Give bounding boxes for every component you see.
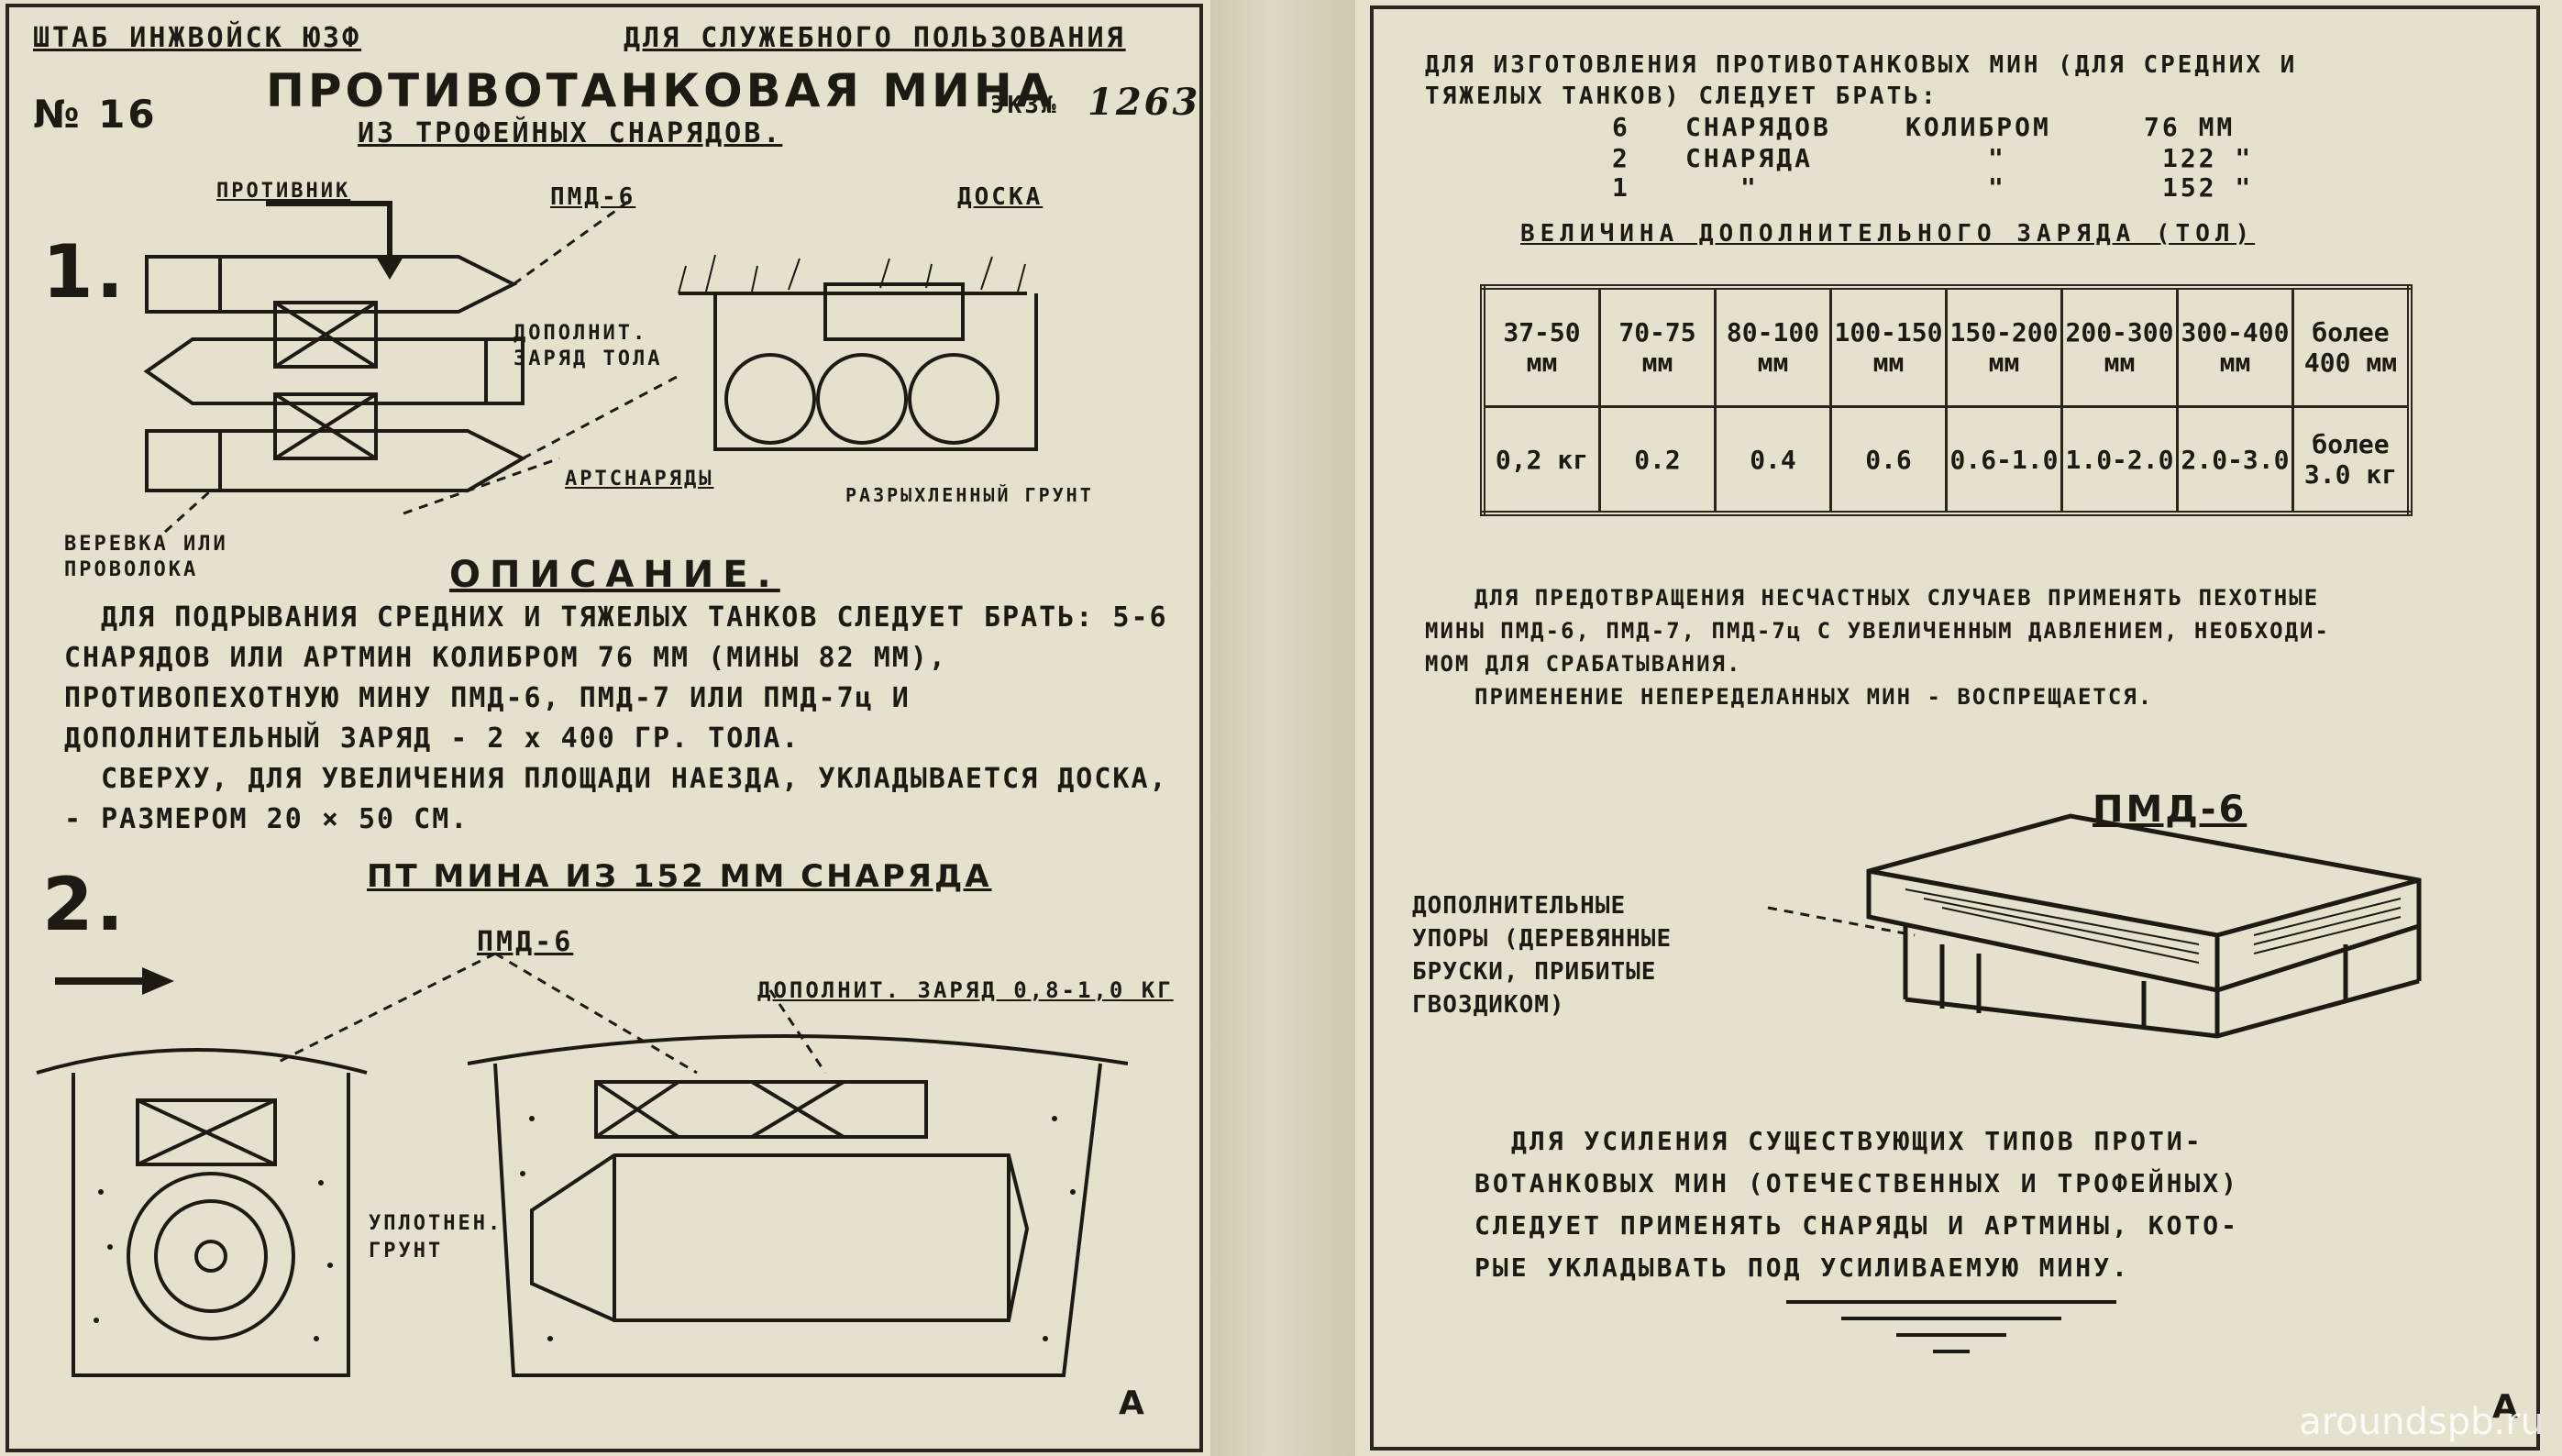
table-header-cell: 80-100 мм bbox=[1714, 285, 1832, 408]
shell-row-1-word: СНАРЯДОВ bbox=[1685, 112, 1831, 142]
table-header-cell: более 400 мм bbox=[2291, 285, 2412, 408]
shell-row-2-caliber: " bbox=[1988, 143, 2006, 173]
description-text: ДЛЯ ПОДРЫВАНИЯ СРЕДНИХ И ТЯЖЕЛЫХ ТАНКОВ … bbox=[64, 598, 1183, 840]
table-value-cell: 1.0-2.0 bbox=[2060, 405, 2179, 515]
page-subtitle: ИЗ ТРОФЕЙНЫХ СНАРЯДОВ. bbox=[358, 117, 783, 149]
intro-line-2: ТЯЖЕЛЫХ ТАНКОВ) СЛЕДУЕТ БРАТЬ: bbox=[1425, 83, 1938, 110]
sheet-number: № 16 bbox=[33, 92, 158, 137]
warning-line-3: МОМ ДЛЯ СРАБАТЫВАНИЯ. bbox=[1425, 651, 1742, 677]
page-title: ПРОТИВОТАНКОВАЯ МИНА bbox=[266, 64, 1055, 117]
table-value-cell: 0.4 bbox=[1714, 405, 1832, 515]
table-header-cell: 37-50 мм bbox=[1481, 285, 1601, 408]
shell-row-2-word: СНАРЯДА bbox=[1685, 143, 1814, 173]
closing-line-3: СЛЕДУЕТ ПРИМЕНЯТЬ СНАРЯДЫ И АРТМИНЫ, КОТ… bbox=[1474, 1210, 2240, 1241]
label-loosened-soil: РАЗРЫХЛЕННЫЙ ГРУНТ bbox=[845, 484, 1094, 506]
label-board: ДОСКА bbox=[957, 183, 1044, 211]
copy-number: 1263 bbox=[1088, 81, 1201, 124]
closing-line-4: РЫЕ УКЛАДЫВАТЬ ПОД УСИЛИВАЕМУЮ МИНУ. bbox=[1474, 1252, 2130, 1283]
description-paragraph-1: ДЛЯ ПОДРЫВАНИЯ СРЕДНИХ И ТЯЖЕЛЫХ ТАНКОВ … bbox=[64, 601, 1168, 755]
shell-row-1-caliber: КОЛИБРОМ bbox=[1905, 112, 2051, 142]
label-rope-or-wire: ВЕРЕВКА ИЛИ ПРОВОЛОКА bbox=[64, 533, 228, 581]
table-value-cell: 2.0-3.0 bbox=[2176, 405, 2294, 515]
table-value-cell: 0.6-1.0 bbox=[1945, 405, 2063, 515]
shell-row-2-value: 122 " bbox=[2162, 143, 2254, 173]
description-paragraph-2: СВЕРХУ, ДЛЯ УВЕЛИЧЕНИЯ ПЛОЩАДИ НАЕЗДА, У… bbox=[64, 763, 1168, 835]
figure-2-label-soil: УПЛОТНЕН. ГРУНТ bbox=[369, 1212, 503, 1263]
table-header-cell: 200-300 мм bbox=[2060, 285, 2179, 408]
figure-2-label-pmd-6: ПМД-6 bbox=[477, 926, 574, 958]
table-header-cell: 150-200 мм bbox=[1945, 285, 2063, 408]
shell-row-3-count: 1 bbox=[1612, 172, 1630, 203]
label-shells: АРТСНАРЯДЫ bbox=[565, 468, 714, 491]
pmd-6-drawing bbox=[1767, 813, 2422, 1039]
left-corner-mark: А bbox=[1119, 1384, 1147, 1422]
label-pmd-6: ПМД-6 bbox=[550, 183, 636, 211]
left-frame bbox=[6, 4, 1203, 1452]
figure-2-label-charge: ДОПОЛНИТ. ЗАРЯД 0,8-1,0 КГ bbox=[757, 977, 1174, 1003]
table-value-cell: 0.6 bbox=[1829, 405, 1948, 515]
table-header-cell: 100-150 мм bbox=[1829, 285, 1948, 408]
warning-line-4: ПРИМЕНЕНИЕ НЕПЕРЕДЕЛАННЫХ МИН - ВОСПРЕЩА… bbox=[1474, 684, 2154, 710]
warning-line-1: ДЛЯ ПРЕДОТВРАЩЕНИЯ НЕСЧАСТНЫХ СЛУЧАЕВ ПР… bbox=[1474, 585, 2320, 611]
closing-line-1: ДЛЯ УСИЛЕНИЯ СУЩЕСТВУЮЩИХ ТИПОВ ПРОТИ- bbox=[1511, 1126, 2203, 1156]
copy-label: ЭКЗ№ bbox=[990, 92, 1059, 119]
table-value-cell: более 3.0 кг bbox=[2291, 405, 2412, 515]
pmd-6-stops-label: ДОПОЛНИТЕЛЬНЫЕ УПОРЫ (ДЕРЕВЯННЫЕ БРУСКИ,… bbox=[1412, 892, 1673, 1019]
right-frame bbox=[1370, 6, 2540, 1450]
label-extra-charge: ДОПОЛНИТ. ЗАРЯД ТОЛА bbox=[514, 322, 663, 370]
right-sheet: ДЛЯ ИЗГОТОВЛЕНИЯ ПРОТИВОТАНКОВЫХ МИН (ДЛ… bbox=[1355, 0, 2562, 1456]
table-header-cell: 70-75 мм bbox=[1598, 285, 1717, 408]
figure-2-title: ПТ МИНА ИЗ 152 ММ СНАРЯДА bbox=[367, 858, 992, 895]
left-sheet: ШТАБ ИНЖВОЙСК ЮЗФ ДЛЯ СЛУЖЕБНОГО ПОЛЬЗОВ… bbox=[0, 0, 1210, 1456]
charge-table-header-row: 37-50 мм 70-75 мм 80-100 мм 100-150 мм 1… bbox=[1481, 285, 2412, 408]
charge-table-value-row: 0,2 кг 0.2 0.4 0.6 0.6-1.0 1.0-2.0 2.0-3… bbox=[1481, 405, 2412, 515]
shell-row-3-caliber: " bbox=[1988, 172, 2006, 203]
classification-label: ДЛЯ СЛУЖЕБНОГО ПОЛЬЗОВАНИЯ bbox=[624, 22, 1126, 54]
closing-line-2: ВОТАНКОВЫХ МИН (ОТЕЧЕСТВЕННЫХ И ТРОФЕЙНЫ… bbox=[1474, 1168, 2240, 1198]
right-corner-mark: А bbox=[2492, 1388, 2521, 1426]
figure-2-number: 2. bbox=[42, 862, 127, 947]
figure-1-drawing bbox=[143, 200, 1038, 534]
sheet-fold-gap bbox=[1210, 0, 1355, 1456]
warning-line-2: МИНЫ ПМД-6, ПМД-7, ПМД-7ц С УВЕЛИЧЕННЫМ … bbox=[1425, 618, 2330, 644]
charge-table: 37-50 мм 70-75 мм 80-100 мм 100-150 мм 1… bbox=[1480, 284, 2413, 516]
end-ornament bbox=[1786, 1300, 2116, 1353]
shell-row-3-word: " bbox=[1740, 172, 1759, 203]
shell-row-2-count: 2 bbox=[1612, 143, 1630, 173]
figure-1-number: 1. bbox=[42, 229, 127, 314]
table-value-cell: 0,2 кг bbox=[1481, 405, 1601, 515]
table-header-cell: 300-400 мм bbox=[2176, 285, 2294, 408]
label-enemy: ПРОТИВНИК bbox=[216, 180, 351, 203]
description-heading: ОПИСАНИЕ. bbox=[449, 554, 780, 596]
hq-label: ШТАБ ИНЖВОЙСК ЮЗФ bbox=[33, 22, 362, 54]
shell-row-1-value: 76 ММ bbox=[2144, 112, 2236, 142]
table-value-cell: 0.2 bbox=[1598, 405, 1717, 515]
intro-line-1: ДЛЯ ИЗГОТОВЛЕНИЯ ПРОТИВОТАНКОВЫХ МИН (ДЛ… bbox=[1425, 51, 2298, 79]
shell-row-3-value: 152 " bbox=[2162, 172, 2254, 203]
figure-2-drawing bbox=[36, 952, 1129, 1377]
watermark: aroundspb.ru bbox=[2299, 1401, 2544, 1443]
shell-row-1-count: 6 bbox=[1612, 112, 1630, 142]
table-title: ВЕЛИЧИНА ДОПОЛНИТЕЛЬНОГО ЗАРЯДА (ТОЛ) bbox=[1520, 220, 2256, 248]
